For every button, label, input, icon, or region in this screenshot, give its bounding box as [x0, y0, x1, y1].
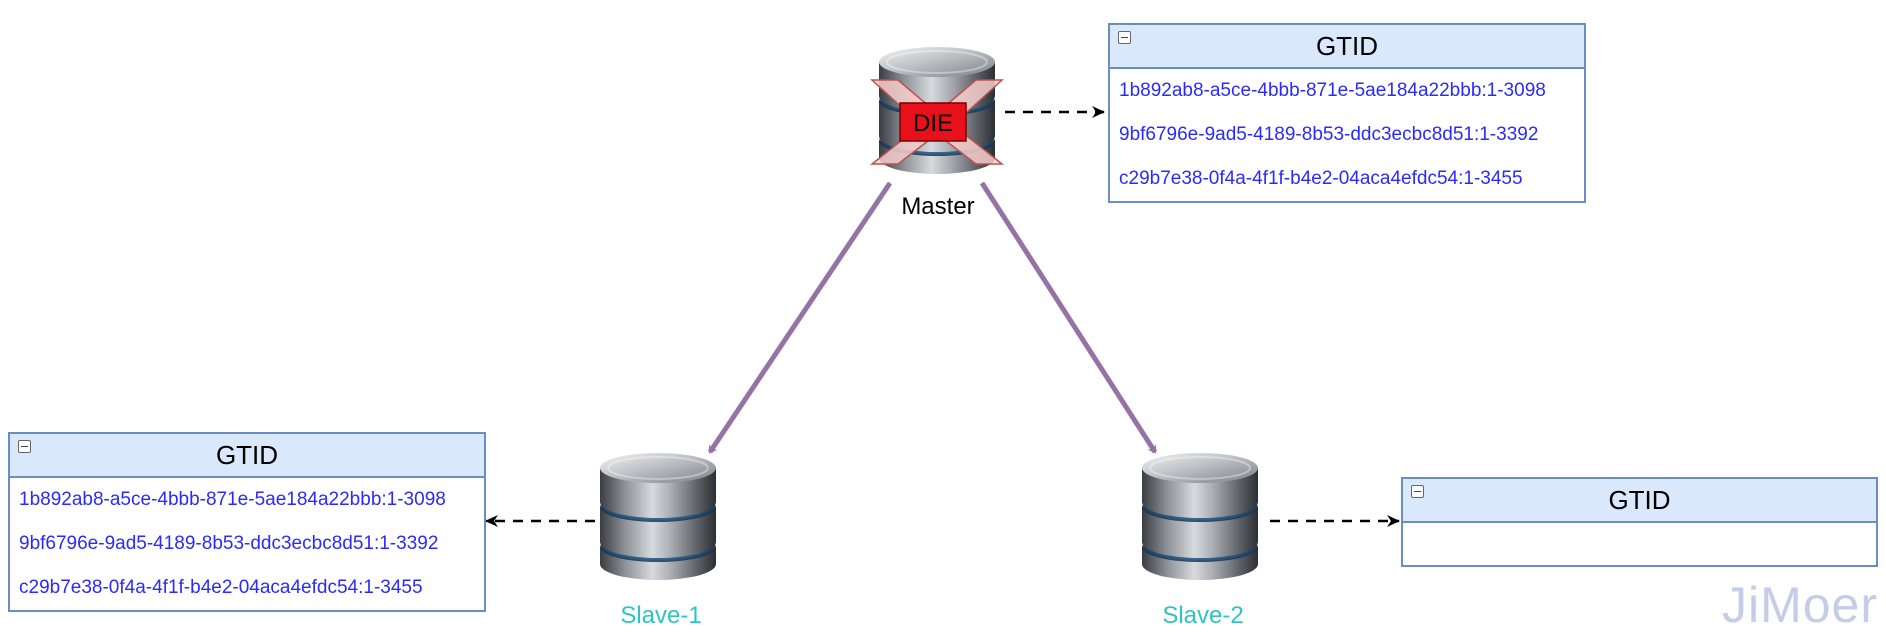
- gtid-header: GTID: [1110, 25, 1584, 69]
- gtid-row: c29b7e38-0f4a-4f1f-b4e2-04aca4efdc54:1-3…: [1119, 168, 1523, 189]
- die-badge: DIE: [899, 102, 967, 142]
- slave-1-gtid-box: GTID 1b892ab8-a5ce-4bbb-871e-5ae184a22bb…: [8, 432, 486, 612]
- slave-1-database-icon[interactable]: [599, 452, 717, 581]
- gtid-header: GTID: [10, 434, 484, 478]
- die-badge-label: DIE: [913, 110, 953, 137]
- gtid-title: GTID: [1608, 484, 1671, 515]
- collapse-icon[interactable]: [1118, 31, 1131, 44]
- replication-arrow-to-slave-2: [979, 181, 1158, 454]
- slave-2-gtid-box: GTID: [1401, 477, 1878, 567]
- slave-1-label: Slave-1: [620, 602, 702, 629]
- master-gtid-box: GTID 1b892ab8-a5ce-4bbb-871e-5ae184a22bb…: [1108, 23, 1586, 203]
- gtid-row: 9bf6796e-9ad5-4189-8b53-ddc3ecbc8d51:1-3…: [1119, 124, 1539, 145]
- gtid-row: 1b892ab8-a5ce-4bbb-871e-5ae184a22bbb:1-3…: [1119, 80, 1546, 101]
- collapse-icon[interactable]: [18, 440, 31, 453]
- master-label: Master: [901, 193, 975, 220]
- watermark: JiMoer: [1721, 577, 1878, 633]
- gtid-header: GTID: [1403, 479, 1876, 523]
- gtid-title: GTID: [1315, 30, 1379, 61]
- slave-2-label: Slave-2: [1162, 602, 1244, 629]
- collapse-icon[interactable]: [1411, 485, 1424, 498]
- gtid-row: 1b892ab8-a5ce-4bbb-871e-5ae184a22bbb:1-3…: [19, 489, 446, 510]
- slave-2-database-icon[interactable]: [1141, 452, 1259, 581]
- gtid-row: c29b7e38-0f4a-4f1f-b4e2-04aca4efdc54:1-3…: [19, 577, 423, 598]
- replication-arrow-to-slave-1: [707, 181, 893, 454]
- gtid-title: GTID: [215, 439, 279, 470]
- gtid-row: 9bf6796e-9ad5-4189-8b53-ddc3ecbc8d51:1-3…: [19, 533, 439, 554]
